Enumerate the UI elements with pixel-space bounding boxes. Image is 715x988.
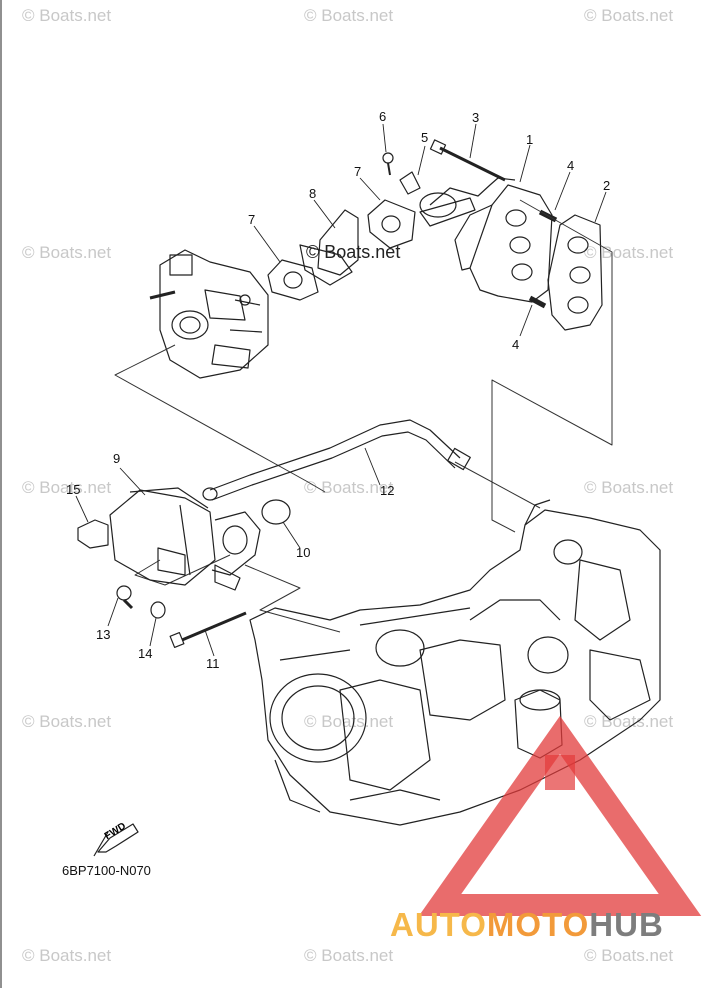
callout-15: 15 [66,482,81,497]
watermark: © Boats.net [304,478,394,497]
watermark: © Boats.net [22,6,112,25]
watermark: © Boats.net [22,712,112,731]
part-code: 6BP7100-N070 [62,863,151,878]
callout-3: 3 [472,110,480,125]
carburetor [149,249,269,379]
watermark: © Boats.net [22,478,112,497]
watermark: © Boats.net [304,946,394,965]
fwd-arrow-icon [93,823,139,857]
watermark: © Boats.net [22,946,112,965]
callout-4: 4 [567,158,575,173]
intake-silencer [109,487,261,591]
manifold-gasket [547,214,603,331]
callout-1: 1 [526,132,534,147]
watermark: © Boats.net [304,6,394,25]
bolt [429,139,506,182]
callout-4: 4 [512,337,520,352]
watermark: © Boats.net [584,946,674,965]
callout-10: 10 [296,545,311,560]
callout-6: 6 [379,109,387,124]
brand-part-1: AUTO [390,906,487,943]
callout-13: 13 [96,627,111,642]
callout-14: 14 [138,646,153,661]
fuel-hose [202,419,471,501]
intake-manifold [419,177,553,303]
center-watermark: © Boats.net [306,242,401,262]
brand-logo-icon [418,715,702,916]
callout-7: 7 [354,164,362,179]
callout-8: 8 [309,186,317,201]
brand-wordmark: AUTOMOTOHUB [390,906,664,944]
callout-7: 7 [248,212,256,227]
brand-part-2: MOTO [486,906,590,943]
callout-5: 5 [421,130,429,145]
watermark: © Boats.net [584,478,674,497]
watermark: © Boats.net [584,243,674,262]
watermark: © Boats.net [584,6,674,25]
callout-2: 2 [603,178,611,193]
callout-11: 11 [206,656,220,671]
brand-part-3: HUB [589,906,664,943]
callout-9: 9 [113,451,121,466]
watermark: © Boats.net [304,712,394,731]
engine-block [249,499,661,826]
watermark: © Boats.net [22,243,112,262]
callout-12: 12 [380,483,395,498]
